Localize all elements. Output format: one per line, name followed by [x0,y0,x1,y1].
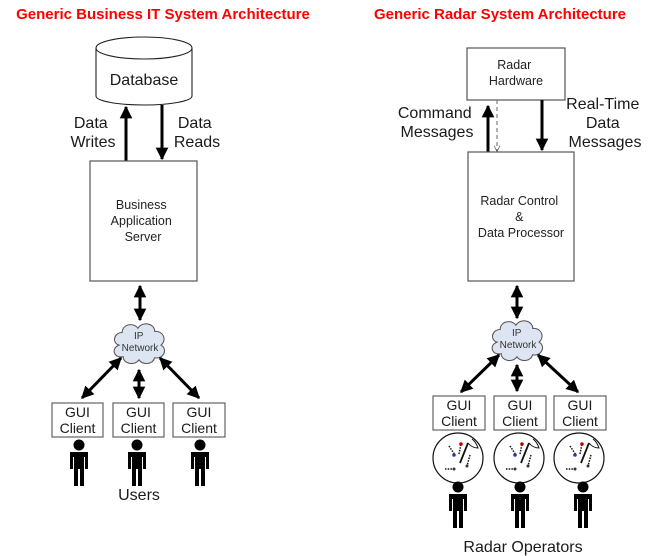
right-ip-network-cloud: IP Network [491,320,544,362]
user-person-icon [191,439,209,486]
radar-scope-icon [553,432,605,484]
radar-operators-label: Radar Operators [463,539,582,556]
radar-control-processor-box [467,151,575,282]
operator-person-icon [511,481,529,528]
users-label: Users [118,487,160,504]
radar-scope-icon [493,432,545,484]
svg-text:IP Network: IP Network [122,331,160,354]
radar-scope-icon [432,432,484,484]
network-client-arrow [158,356,201,400]
real-time-data-messages-label: Real-Time Data Messages [566,96,644,151]
database-cylinder: Database [95,36,193,106]
network-client-arrow [80,356,123,400]
data-reads-label: Data Reads [174,115,220,151]
radar-hardware-label: Radar Hardware [489,58,543,88]
business-application-server-box [89,160,198,282]
network-client-arrow [536,353,580,394]
operator-person-icon [574,481,592,528]
user-person-icon [128,439,146,486]
operator-person-icon [449,481,467,528]
radar-control-processor-label: Radar Control & Data Processor [478,194,564,240]
user-person-icon [70,439,88,486]
business-application-server-label: Business Application Server [111,198,176,244]
radar-hardware-box [466,47,566,101]
left-diagram-title: Generic Business IT System Architecture [16,6,310,23]
network-client-arrow [459,353,501,394]
right-diagram-title: Generic Radar System Architecture [374,6,626,23]
command-messages-label: Command Messages [398,105,476,141]
database-label: Database [110,72,179,89]
svg-text:IP Network: IP Network [500,328,538,351]
left-ip-network-cloud: IP Network [113,323,166,365]
data-writes-label: Data Writes [70,115,115,151]
